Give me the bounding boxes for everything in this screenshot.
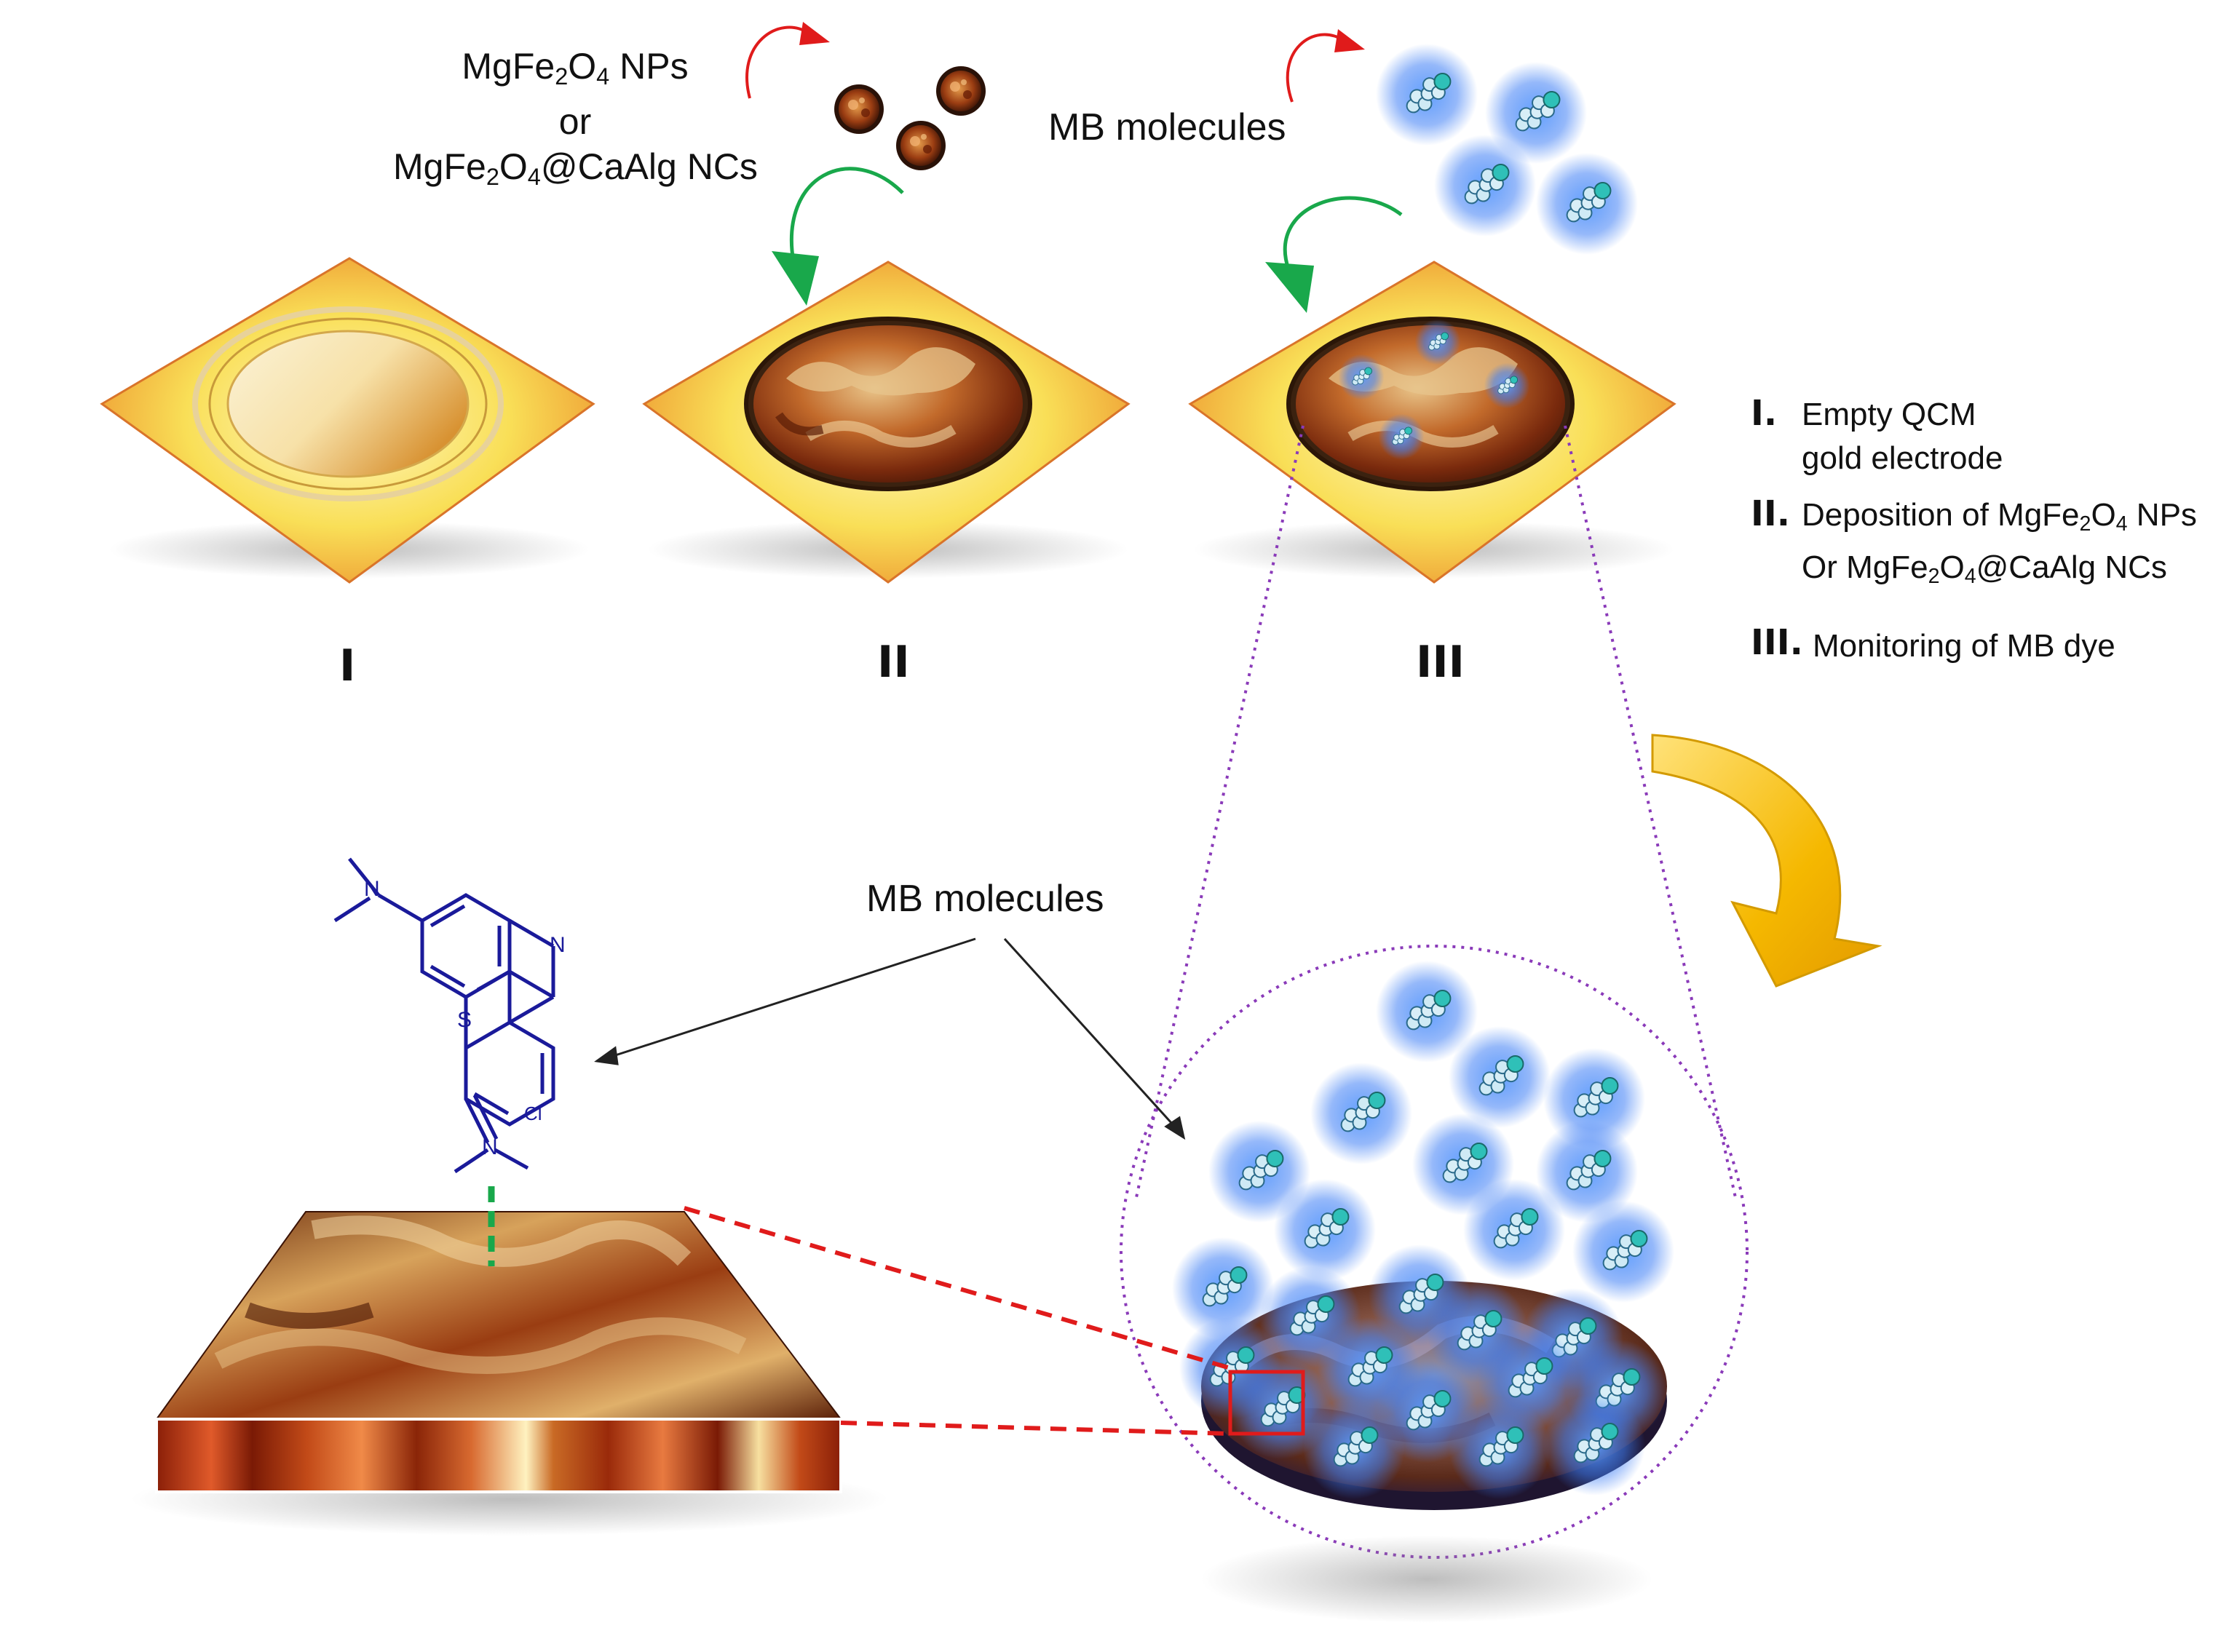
red-arrowhead-2 xyxy=(1334,29,1365,52)
structure-n-plus: N xyxy=(482,1135,498,1159)
green-arrowhead-1 xyxy=(772,251,819,306)
structure-n-ring: N xyxy=(550,933,566,957)
stage-1-numeral: I xyxy=(339,640,356,691)
red-curved-arrow-1 xyxy=(745,25,809,99)
nanoparticles-group xyxy=(834,66,986,170)
electrode-stage-2 xyxy=(642,261,1131,584)
selection-box xyxy=(1228,1370,1305,1436)
electrode-stage-1 xyxy=(100,257,595,584)
green-curved-arrow-2 xyxy=(1283,196,1403,270)
methylene-blue-structure xyxy=(333,857,555,1174)
legend-num-1: I. xyxy=(1751,393,1778,434)
zoom-connection-lines xyxy=(684,1206,1231,1436)
label-pointer-arrows xyxy=(594,937,1186,1140)
zoom-lines xyxy=(1120,425,1749,1559)
nanoparticle-label: MgFe2O4 NPs or MgFe2O4@CaAlg NCs xyxy=(393,46,758,191)
electrode-stage-3 xyxy=(1188,261,1676,584)
stage-3-numeral: III xyxy=(1416,637,1465,688)
structure-n-left: N xyxy=(364,877,380,901)
green-curved-arrow-1 xyxy=(789,167,904,263)
big-transition-arrow xyxy=(1651,734,1882,988)
red-curved-arrow-2 xyxy=(1286,33,1345,103)
legend-text-3: Monitoring of MB dye xyxy=(1813,628,2115,664)
legend-num-3: III. xyxy=(1751,622,1803,663)
green-arrowhead-2 xyxy=(1265,262,1314,313)
structure-s-ring: S xyxy=(457,1008,472,1032)
red-arrowhead-1 xyxy=(799,22,830,45)
legend-text-2: Deposition of MgFe2O4 NPs Or MgFe2O4@CaA… xyxy=(1802,497,2197,589)
mb-molecules-top-group xyxy=(1375,43,1639,255)
legend-num-2: II. xyxy=(1751,493,1790,534)
stage-2-numeral: II xyxy=(877,637,910,688)
mb-molecules-bottom-label: MB molecules xyxy=(866,878,1104,920)
legend-text-1: Empty QCM gold electrode xyxy=(1802,397,2003,476)
afm-surface-slab xyxy=(131,1211,888,1536)
structure-cl: Cl xyxy=(524,1103,542,1124)
mb-molecules-zoom-group xyxy=(1171,960,1675,1500)
mb-molecules-top-label: MB molecules xyxy=(1048,106,1286,148)
